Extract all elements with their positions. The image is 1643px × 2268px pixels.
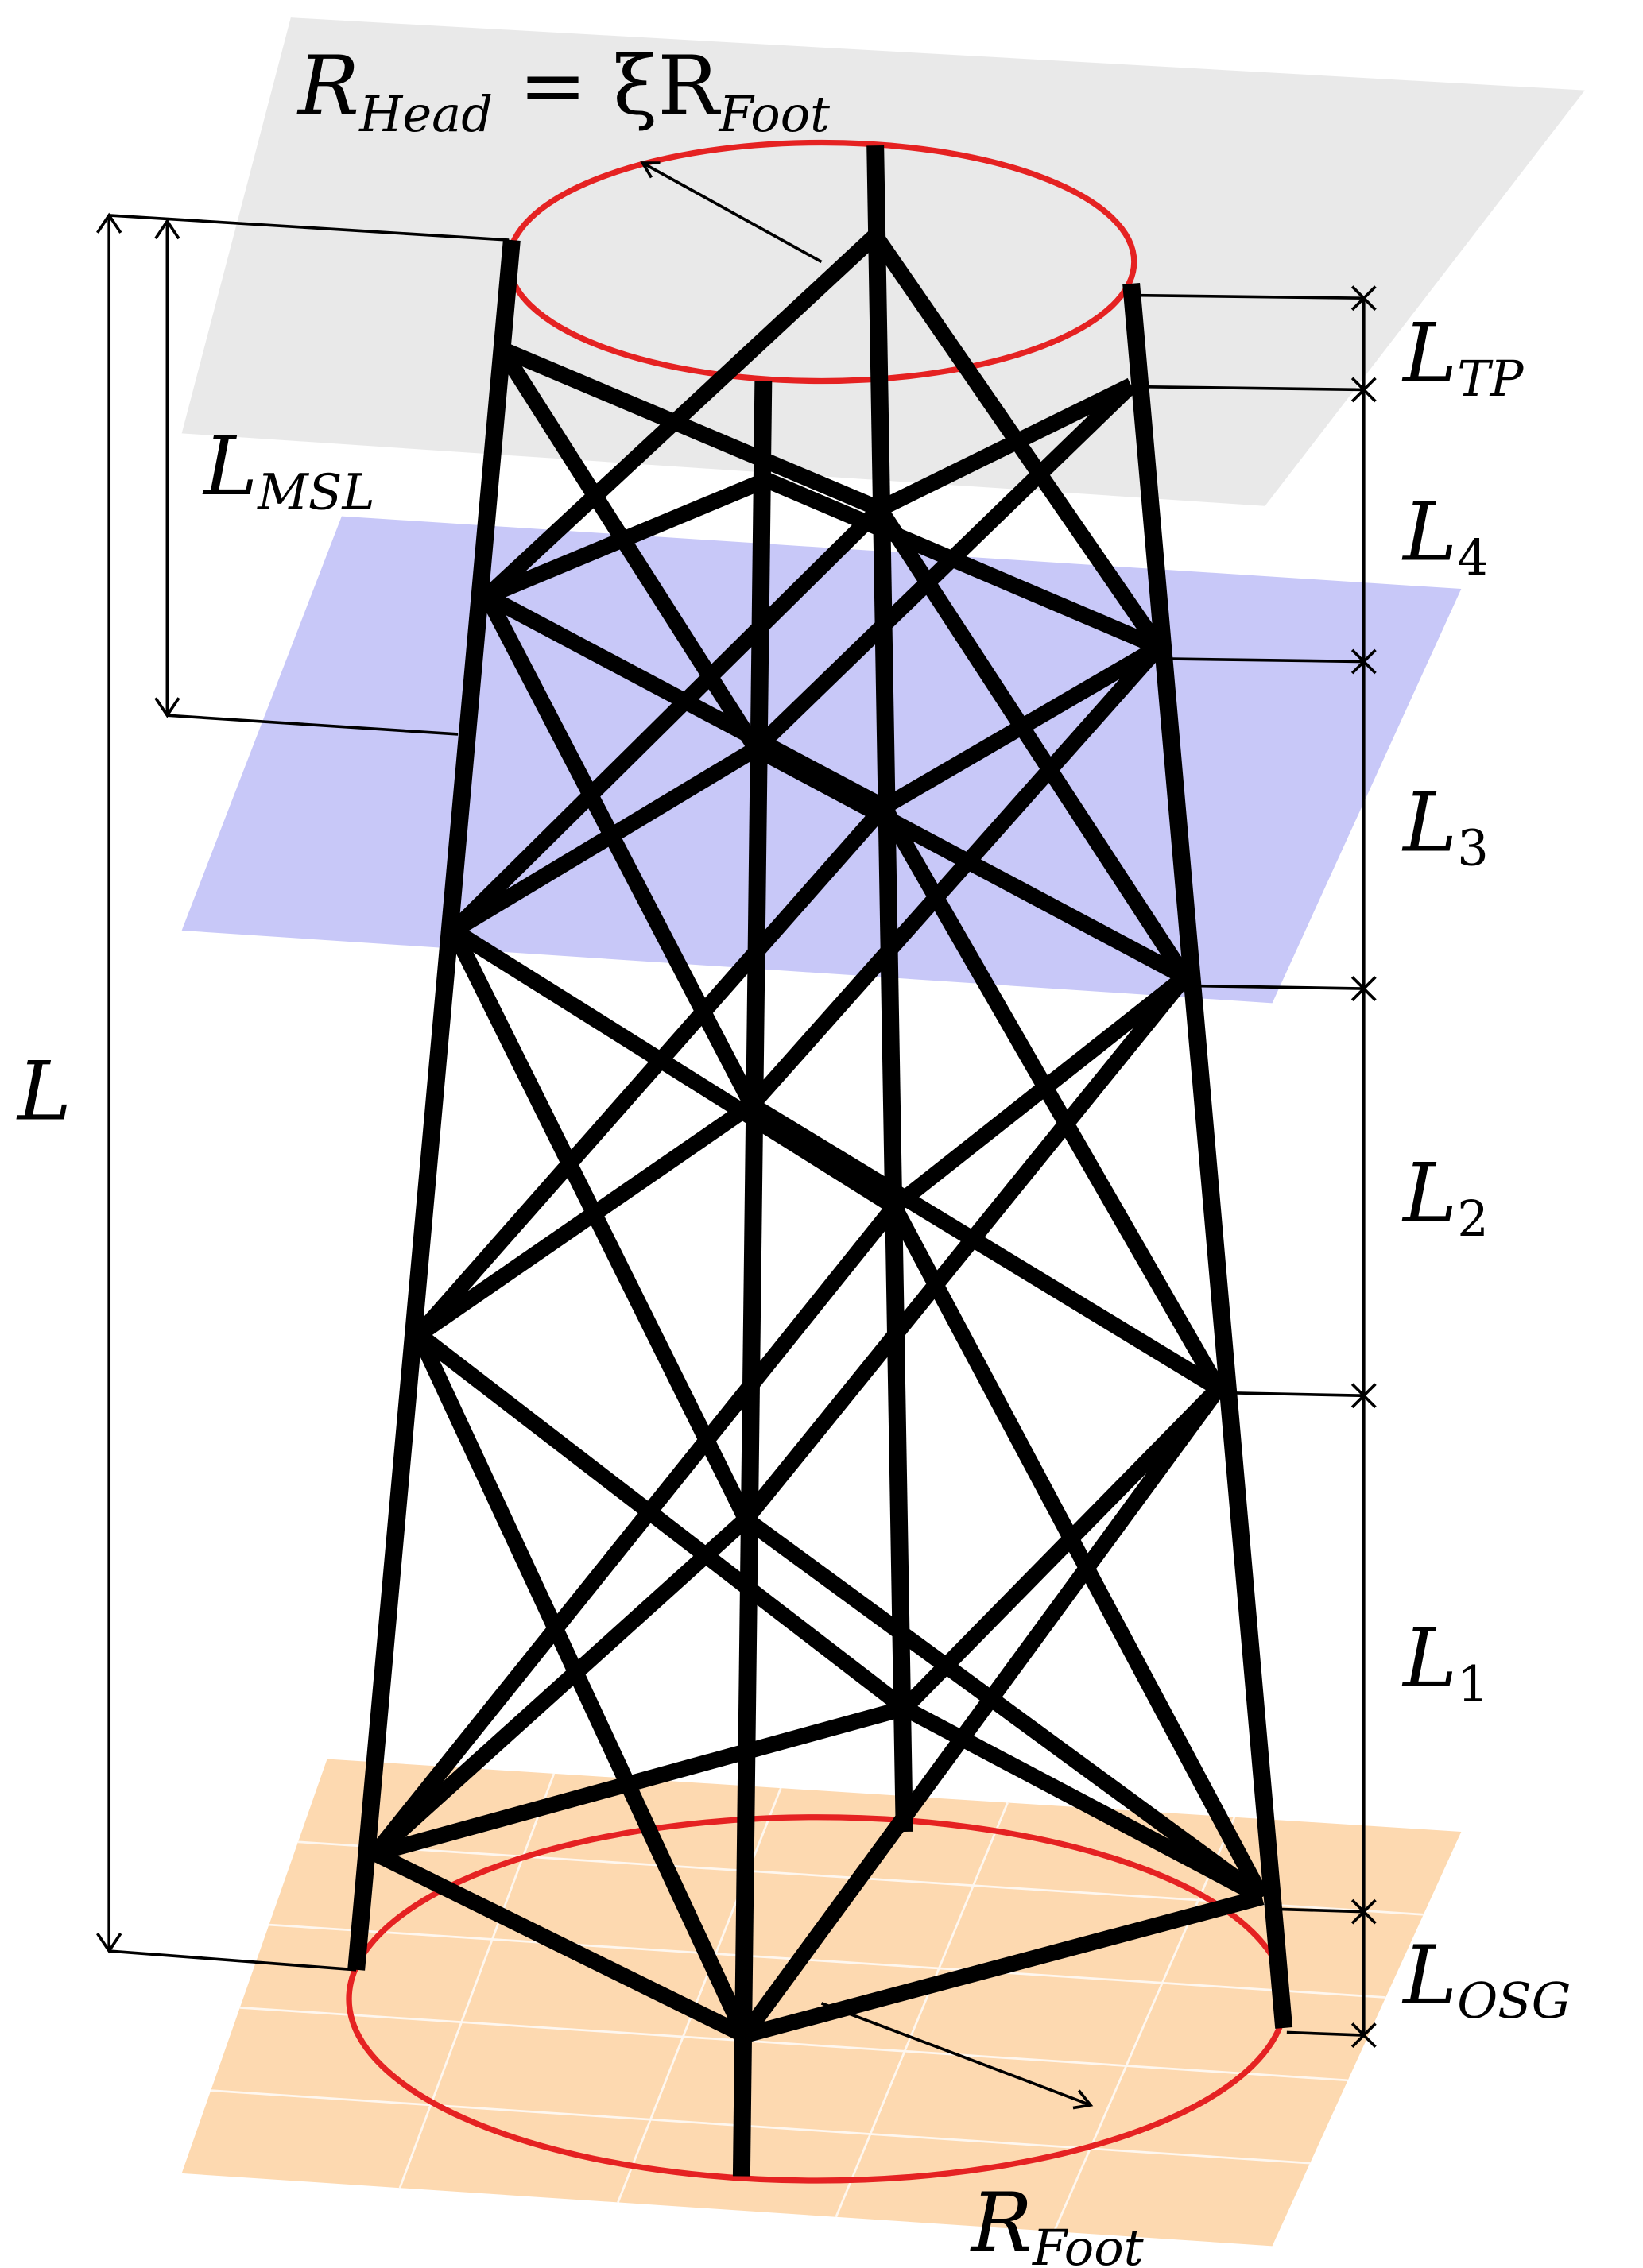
brace: [887, 1202, 1269, 1902]
brace: [446, 927, 754, 1523]
brace: [370, 1513, 752, 1860]
brace: [483, 472, 769, 604]
dimension-tick: [1350, 1383, 1377, 1409]
dimension-tick: [1350, 2022, 1377, 2049]
mudline-brace: [371, 1846, 748, 2043]
brace: [738, 1384, 1225, 2041]
extension-line: [1131, 293, 1364, 300]
grid-line: [269, 1923, 1386, 1999]
extension-line: [1286, 2030, 1364, 2037]
dimension-tick: [1350, 976, 1377, 1002]
brace: [481, 230, 882, 602]
dimension-tick: [1350, 285, 1377, 312]
grid-line: [1052, 1817, 1236, 2232]
mudline-brace: [901, 1701, 1266, 1905]
l3-label: L3: [1401, 776, 1489, 877]
leg-back: [866, 145, 913, 1833]
brace: [739, 972, 1192, 1525]
brace: [747, 1097, 1223, 1395]
brace: [494, 344, 763, 753]
seabed-grid: [211, 1773, 1424, 2232]
grid-line: [835, 1802, 1009, 2218]
brace: [413, 801, 890, 1341]
grid-line: [239, 2006, 1348, 2082]
brace: [898, 1383, 1225, 1714]
extension-line: [1149, 385, 1364, 392]
brace: [746, 641, 1165, 1111]
foot-radius-label: RFoot: [970, 2176, 1145, 2268]
tp-label: LTP: [1401, 306, 1524, 407]
leg-front: [732, 381, 773, 2177]
dimension-tick: [1350, 1898, 1377, 1925]
grid-line: [398, 1773, 556, 2189]
grid-line: [211, 2089, 1311, 2165]
extension-line: [1265, 1907, 1364, 1914]
msl-label: LMSL: [202, 420, 375, 521]
brace: [448, 503, 885, 937]
l1-label: L1: [1401, 1612, 1489, 1713]
extension-line: [1221, 1391, 1364, 1398]
jacket-members: [347, 145, 1293, 2177]
leg-left: [347, 239, 521, 1971]
extension-line: [1189, 984, 1364, 990]
brace: [498, 341, 883, 517]
brace: [741, 1512, 1267, 1904]
total-length-label: L: [16, 1045, 72, 1140]
osg-label: LOSG: [1401, 1929, 1571, 2030]
mudline-brace: [373, 1700, 907, 1862]
l4-label: L4: [1401, 485, 1489, 586]
extension-line: [1158, 657, 1364, 664]
head-radius-label: RHead = ξRFoot: [296, 39, 831, 143]
brace: [876, 377, 1135, 517]
dimension-lines: [96, 161, 1377, 2110]
brace: [369, 1202, 901, 1859]
l2-label: L2: [1401, 1147, 1489, 1248]
brace: [483, 589, 888, 815]
brace: [750, 379, 1137, 755]
brace: [889, 970, 1191, 1213]
brace: [479, 592, 759, 1109]
leg-right: [1122, 282, 1293, 2029]
brace: [413, 1328, 909, 1715]
brace: [449, 923, 899, 1213]
seabed-plane: [181, 1759, 1462, 2247]
mudline-brace: [742, 1889, 1265, 2043]
brace: [880, 640, 1163, 815]
dimension-tick: [1350, 648, 1377, 675]
annotations: RHead = ξRFoot LMSL L LTP L4 L3 L2 L1 LO…: [16, 39, 1571, 2268]
mean-sea-level-plane: [181, 516, 1462, 1004]
brace: [411, 1331, 752, 2039]
brace: [414, 1098, 757, 1341]
brace: [763, 472, 1162, 655]
dimension-tick: [1350, 377, 1377, 403]
brace: [449, 741, 761, 938]
